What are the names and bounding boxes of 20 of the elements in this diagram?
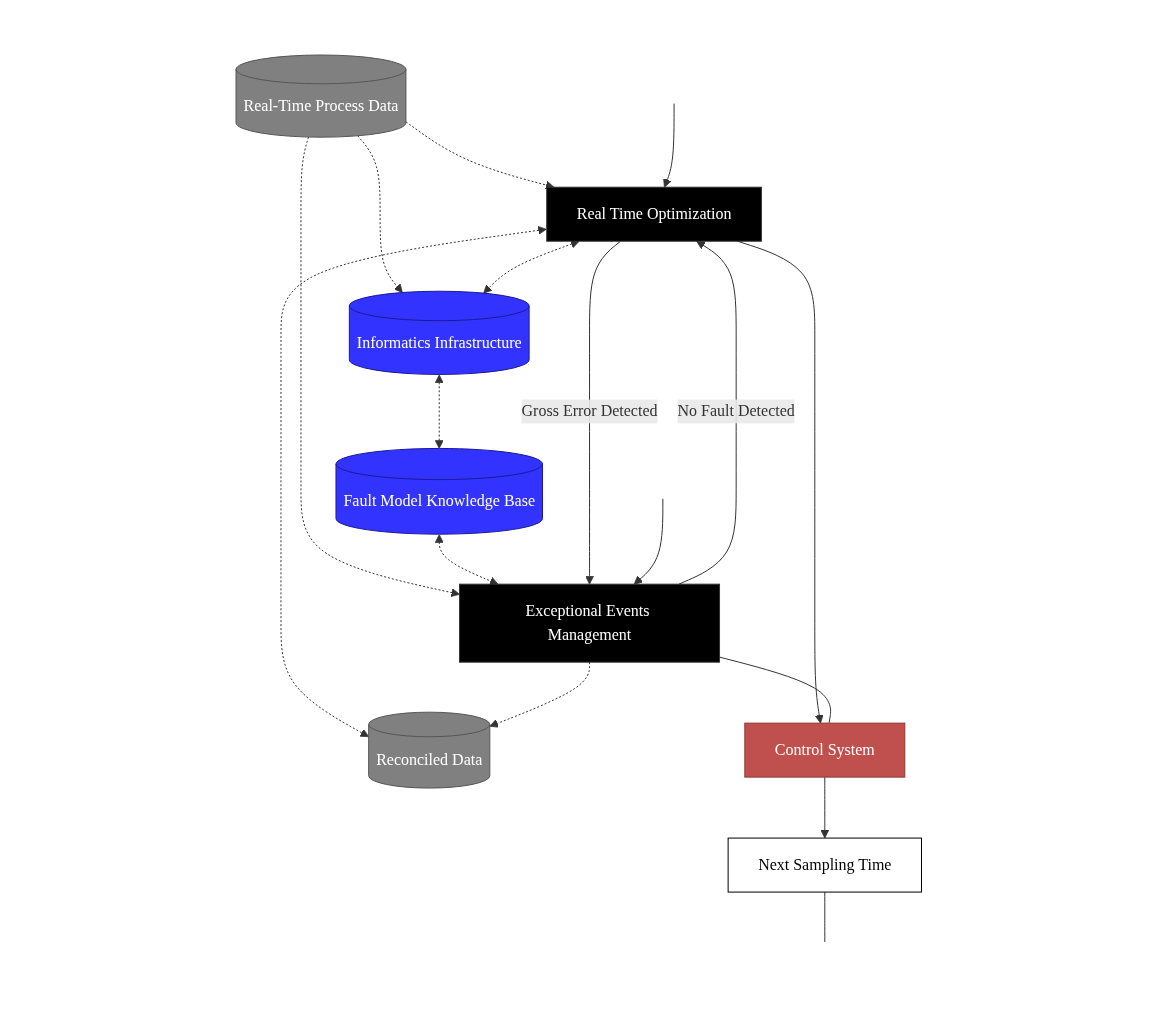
edge-label: No Fault Detected (677, 402, 795, 420)
arrow (489, 662, 590, 728)
arrow (434, 374, 444, 450)
arrow (678, 241, 737, 586)
arrow (820, 777, 829, 839)
node-box: Real Time Optimization (546, 187, 762, 243)
connector (824, 892, 826, 944)
arrow (633, 498, 664, 586)
arrow (483, 240, 580, 294)
connector (718, 657, 831, 725)
arrow (300, 137, 460, 598)
arrow (357, 135, 403, 294)
arrow (434, 534, 499, 586)
edge-label: Gross Error Detected (521, 402, 658, 420)
node-box: Control System (744, 723, 906, 779)
arrow (662, 103, 675, 189)
arrow (280, 226, 547, 738)
node-box: Next Sampling Time (727, 838, 922, 894)
node-box: Exceptional Events Management (458, 584, 720, 664)
arrow (584, 241, 621, 586)
